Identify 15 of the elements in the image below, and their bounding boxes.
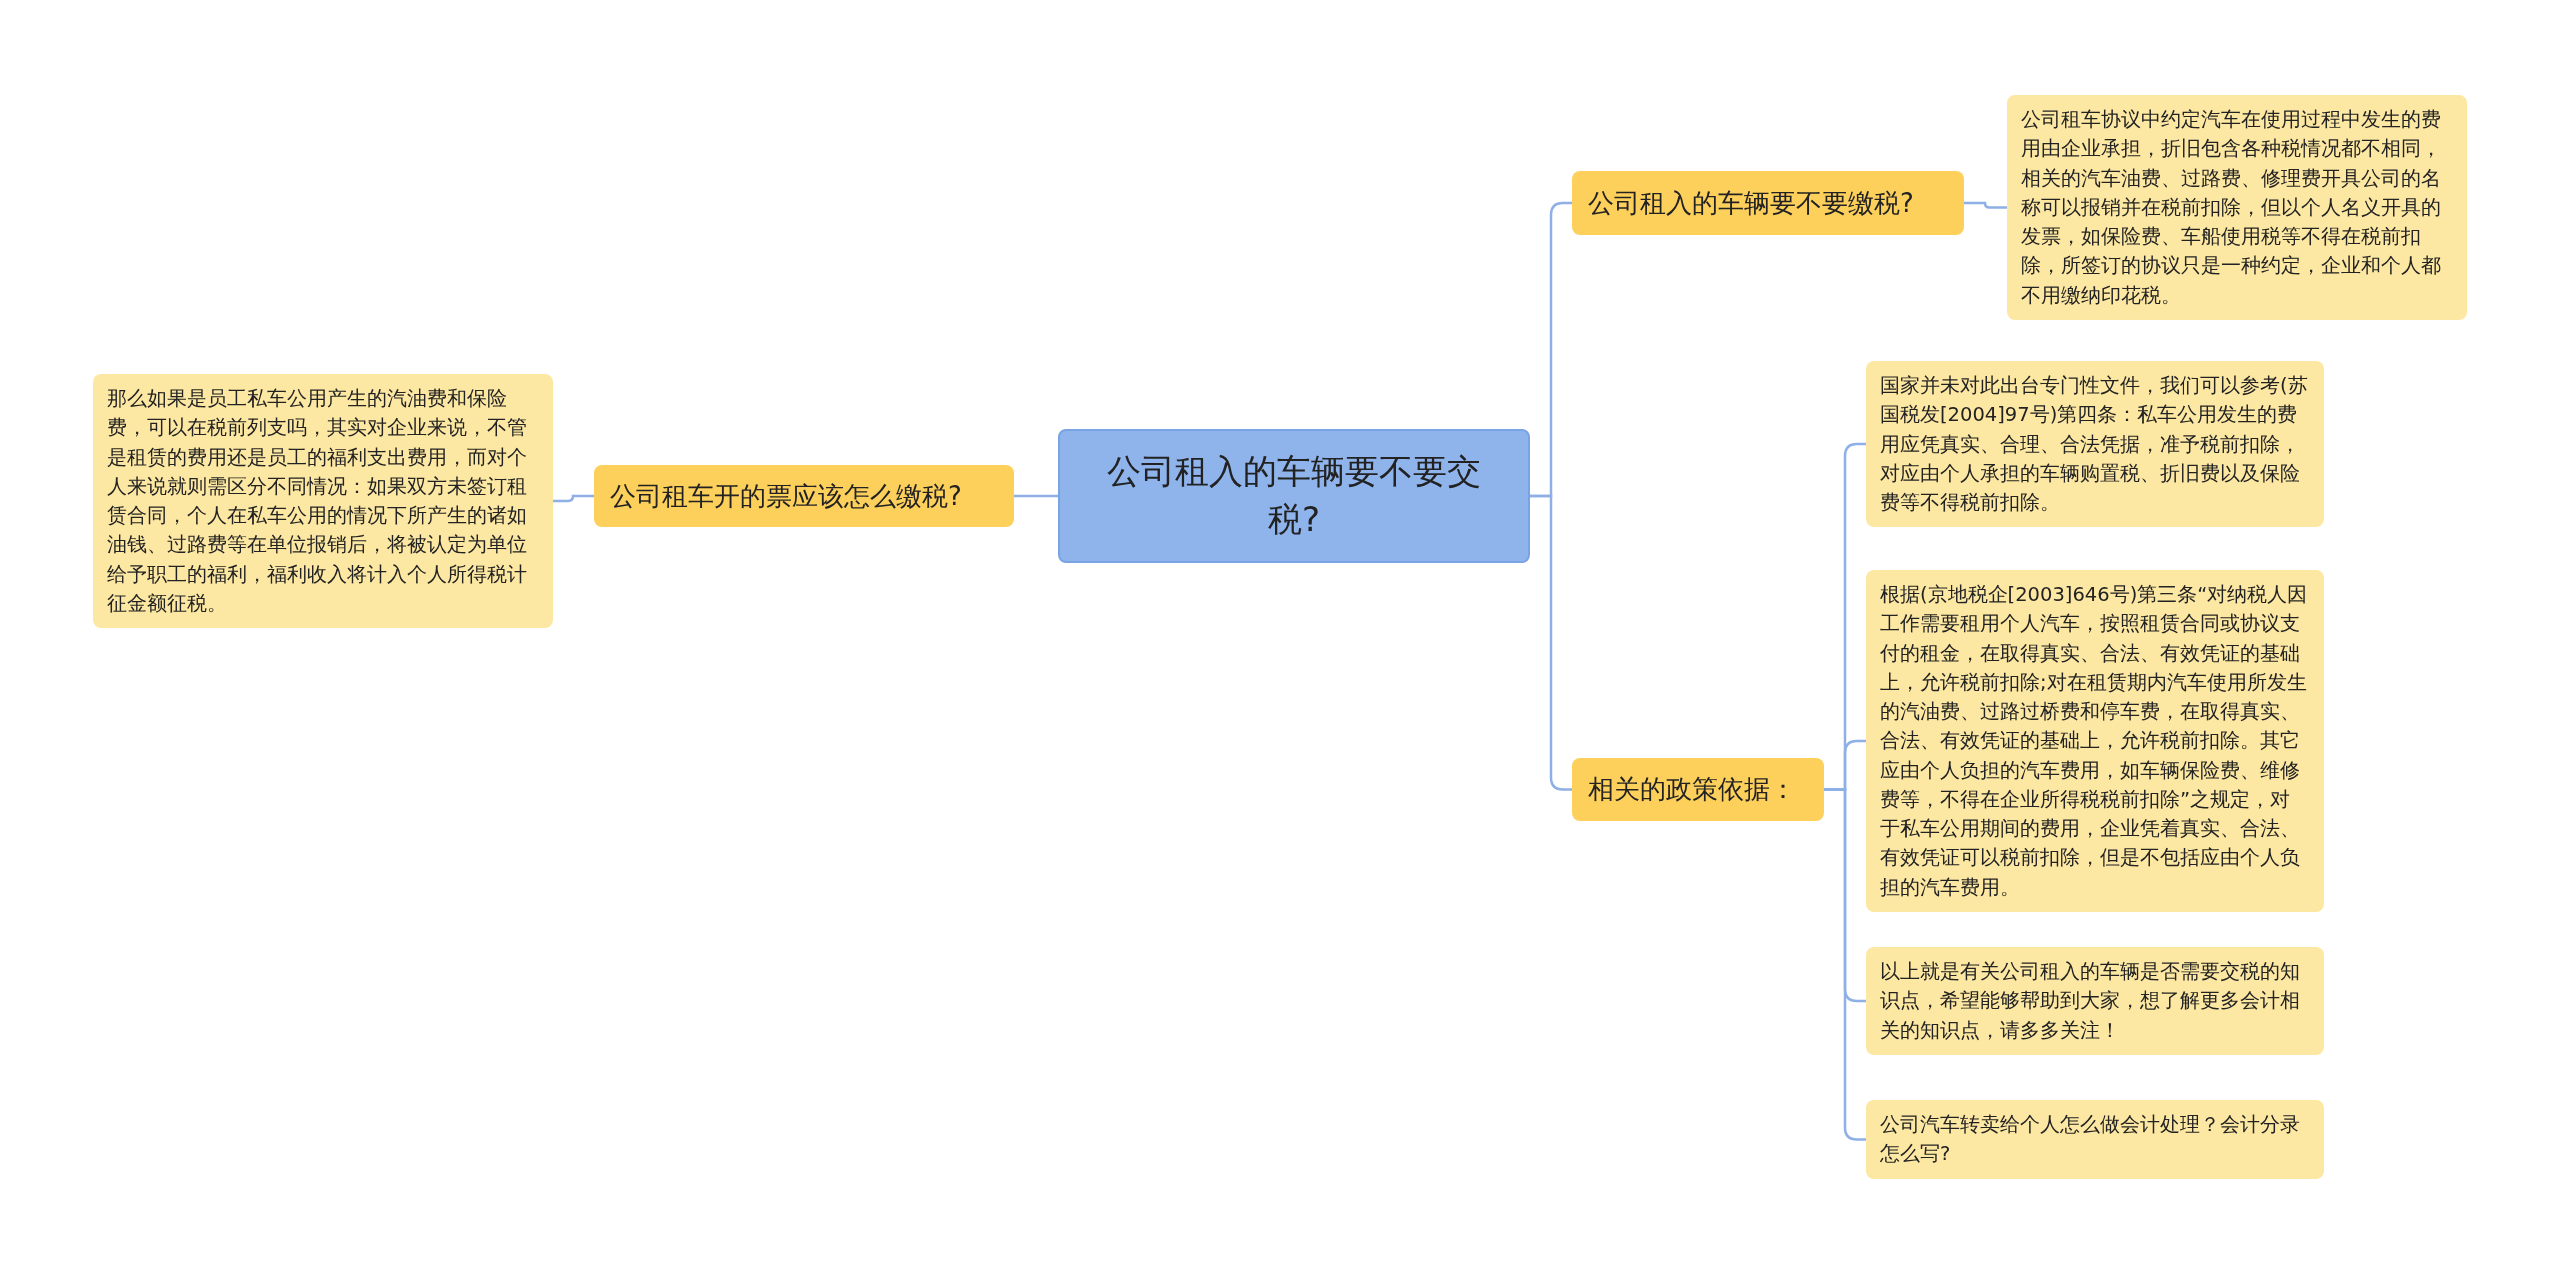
connector-line	[553, 494, 594, 503]
topic-box: 公司租入的车辆要不要缴税?	[1572, 171, 1964, 235]
topic-box: 相关的政策依据：	[1572, 758, 1824, 821]
note-box: 根据(京地税企[2003]646号)第三条“对纳税人因工作需要租用个人汽车，按照租赁合同或协议支付的租金，在取得真实、合法、有效凭证的基础上，允许税前扣除;对在租赁期内汽车使用所发生的汽油费、过路过桥费和停车费，在取得真实、合法、有效凭证的基础上，允许税前扣除。其它应由个人负担的汽车费用，如车辆保险费、维修费等，不得在企业所得税税前扣除”之规定，对于私车公用期间的费用，企业凭着真实、合法、有效凭证可以税前扣除，但是不包括应由个人负担的汽车费用。	[1866, 570, 2324, 912]
note-box: 国家并未对此出台专门性文件，我们可以参考(苏国税发[2004]97号)第四条：私车公用发生的费用应凭真实、合理、合法凭据，准予税前扣除，对应由个人承担的车辆购置税、折旧费以及保险费等不得税前扣除。	[1866, 361, 2324, 528]
connector-line	[1824, 788, 1866, 1141]
connector-line	[1964, 201, 2007, 209]
connector-line	[1530, 494, 1572, 791]
central-topic-box: 公司租入的车辆要不要交税?	[1058, 429, 1530, 563]
note-box: 那么如果是员工私车公用产生的汽油费和保险费，可以在税前列支吗，其实对企业来说，不管是租赁的费用还是员工的福利支出费用，而对个人来说就则需区分不同情况：如果双方未签订租赁合同，个人在私车公用的情况下所产生的诸如油钱、过路费等在单位报销后，将被认定为单位给予职工的福利，福利收入将计入个人所得税计征金额征税。	[93, 374, 553, 628]
note-box: 公司租车协议中约定汽车在使用过程中发生的费用由企业承担，折旧包含各种税情况都不相同，相关的汽车油费、过路费、修理费开具公司的名称可以报销并在税前扣除，但以个人名义开具的发票，如保险费、车船使用税等不得在税前扣除，所签订的协议只是一种约定，企业和个人都不用缴纳印花税。	[2007, 95, 2467, 320]
note-box: 以上就是有关公司租入的车辆是否需要交税的知识点，希望能够帮助到大家，想了解更多会计相关的知识点，请多多关注！	[1866, 947, 2324, 1055]
connector-line	[1014, 494, 1058, 498]
note-box: 公司汽车转卖给个人怎么做会计处理？会计分录怎么写?	[1866, 1100, 2324, 1179]
topic-box: 公司租车开的票应该怎么缴税?	[594, 465, 1014, 527]
